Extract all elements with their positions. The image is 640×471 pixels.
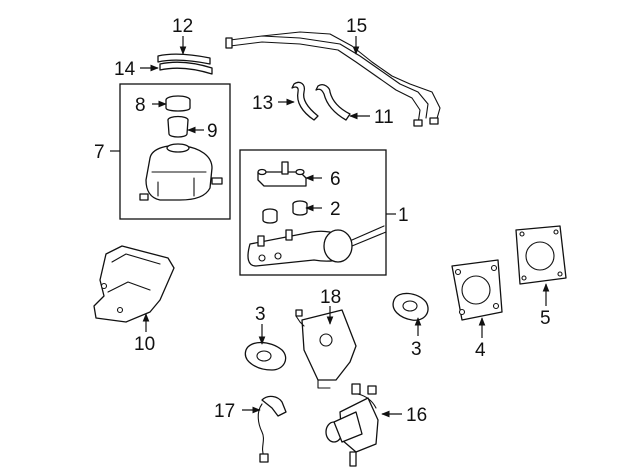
- callout-4: 4: [475, 340, 486, 361]
- callout-17: 17: [214, 401, 235, 422]
- leader-lines: [110, 36, 550, 418]
- callout-12: 12: [172, 16, 193, 37]
- master-cylinder: [247, 225, 387, 267]
- callout-3-left: 3: [255, 304, 266, 325]
- part-10-bracket: [93, 245, 175, 323]
- part-3-gasket-left: [244, 341, 287, 371]
- part-5-gasket: [515, 225, 567, 285]
- callout-13: 13: [252, 93, 273, 114]
- callout-18: 18: [320, 287, 341, 308]
- part-15-brake-lines: [225, 31, 441, 127]
- callout-3-right: 3: [411, 339, 422, 360]
- part-2-grommet: [262, 200, 308, 224]
- callout-1: 1: [398, 205, 409, 226]
- part-17-sensor: [257, 395, 287, 463]
- callout-9: 9: [207, 121, 218, 142]
- part-8-reservoir-cap: [165, 95, 191, 112]
- part-16-valve-assembly: [325, 383, 379, 467]
- group-box-1: [239, 149, 387, 276]
- callout-14: 14: [114, 59, 136, 80]
- part-9-strainer: [167, 115, 189, 138]
- callout-10: 10: [134, 334, 155, 355]
- callout-2: 2: [330, 199, 341, 220]
- reservoir-tank: [139, 143, 223, 201]
- part-4-booster-plate: [451, 259, 503, 321]
- part-13-hose: [291, 81, 319, 121]
- callout-5: 5: [540, 308, 551, 329]
- callout-8: 8: [135, 95, 146, 116]
- part-6-seal-kit: [257, 161, 307, 187]
- callout-6: 6: [330, 169, 341, 190]
- part-3-gasket-right: [392, 292, 429, 321]
- callout-16: 16: [406, 405, 427, 426]
- part-14-hose: [159, 61, 213, 75]
- callout-15: 15: [346, 16, 367, 37]
- callout-11: 11: [374, 107, 394, 128]
- callout-7: 7: [94, 142, 105, 163]
- part-11-hose: [315, 84, 351, 121]
- part-18-bracket: [295, 309, 357, 389]
- part-12-hose: [157, 53, 211, 65]
- callout-numbers: 12 14 15 13 11 8 9 7 6 2 1 10 3 3 4 5 18…: [94, 16, 551, 426]
